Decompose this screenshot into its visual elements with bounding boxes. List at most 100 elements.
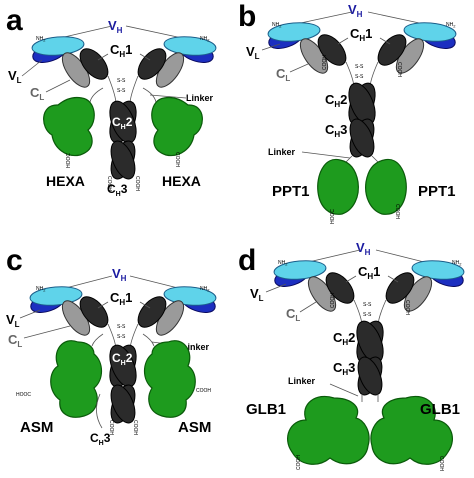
vl-label-c: VL (6, 312, 20, 329)
vh-pointer-lines-b (295, 11, 425, 25)
linker-c (91, 333, 155, 347)
nh2-label-right-d: NH2 (452, 260, 462, 267)
ss-bond-2-d: S-S (363, 312, 372, 318)
vh-label-c: VH (112, 266, 127, 283)
nh2-label-left-a: NH2 (36, 36, 46, 43)
linker-d (361, 394, 379, 402)
vh-domain-left-a (31, 36, 85, 56)
cl-label-d: CL (286, 306, 300, 323)
ch1-domain-right-d (385, 272, 415, 304)
ch3-domain-right-b (349, 118, 375, 158)
cooh-label-left-b: COOH (322, 55, 328, 70)
enzyme-left-b (317, 158, 359, 215)
ss-bond-2-a: S-S (117, 88, 126, 94)
fab-left-b (267, 22, 347, 74)
ch2-label-a: CH2 (112, 115, 133, 131)
hooc-label-b: HOOC (330, 209, 336, 224)
nh2-label-left-b: NH2 (272, 22, 282, 29)
enzyme-label-right-d: GLB1 (420, 401, 460, 418)
cooh-label-right-c: COOH (196, 388, 211, 394)
fab-right-a (137, 36, 217, 88)
enzyme-label-left-d: GLB1 (246, 401, 286, 418)
panel-d: d VH NH2 NH2 COOH COOH S-S S-S (238, 240, 465, 471)
vh-domain-left-d (273, 260, 327, 280)
nh2-label-right-b: NH2 (446, 22, 456, 29)
ch1-domain-right-b (377, 34, 407, 66)
vh-label-b: VH (348, 2, 363, 19)
linker-pointer-d (329, 383, 359, 397)
ch3-label-c: CH3 (90, 431, 111, 447)
ss-bond-1-b: S-S (355, 64, 364, 70)
ch3-pointer-c (96, 393, 103, 429)
vh-label-a: VH (108, 18, 123, 35)
vh-domain-left-b (267, 22, 321, 42)
linker-a (89, 87, 157, 103)
ch1-pointer-b (337, 37, 391, 45)
ss-bond-2-c: S-S (117, 334, 126, 340)
vl-label-a: VL (8, 68, 22, 85)
ch2-domain-right-a (109, 100, 137, 144)
enzyme-label-left-c: ASM (20, 419, 53, 436)
nh2-label-left-c: NH2 (36, 286, 46, 293)
ch2-label-c: CH2 (112, 351, 133, 367)
cl-pointer-c (23, 325, 71, 339)
linker-label-a: Linker (186, 93, 214, 103)
cooh-label-right-d: COOH (404, 300, 410, 315)
ch1-pointer-d (345, 275, 399, 283)
ss-bond-1-d: S-S (363, 302, 372, 308)
cooh-label-enzyme-b: COOH (394, 204, 400, 219)
fc-c (109, 344, 137, 424)
enzyme-label-left-b: PPT1 (272, 183, 310, 200)
ch1-pointer-c (97, 301, 151, 309)
ch2-label-b: CH2 (325, 92, 347, 109)
panel-letter-b: b (238, 0, 256, 33)
enzyme-right-b (365, 158, 407, 215)
ss-bond-2-b: S-S (355, 74, 364, 80)
cooh-label-fc-right-c: COOH (132, 420, 138, 435)
enzyme-label-right-b: PPT1 (418, 183, 456, 200)
vl-label-b: VL (246, 44, 260, 61)
panel-letter-c: c (6, 244, 23, 277)
linker-label-c: Linker (182, 342, 210, 352)
ch1-label-b: CH1 (350, 26, 372, 43)
ch1-label-a: CH1 (110, 42, 132, 59)
ch3-label-a: CH3 (107, 182, 128, 198)
linker-label-b: Linker (268, 147, 296, 157)
fc-b (348, 82, 376, 158)
ss-bond-1-a: S-S (117, 78, 126, 84)
fab-right-c (137, 286, 217, 336)
cooh-label-fc-right-a: COOH (134, 176, 140, 191)
ch3-domain-right-c (110, 384, 136, 424)
nh2-label-right-a: NH2 (200, 36, 210, 43)
cl-pointer-d (299, 301, 317, 313)
vl-label-d: VL (250, 286, 264, 303)
cl-label-a: CL (30, 85, 44, 102)
ch2-label-d: CH2 (333, 330, 355, 347)
ch1-domain-right-a (137, 48, 167, 80)
panel-b: b VH NH2 NH2 COOH COOH S-S S-S (238, 0, 457, 224)
nh2-label-right-c: NH2 (200, 286, 210, 293)
ch3-domain-right-d (357, 356, 383, 396)
enzyme-left-a (43, 96, 95, 157)
enzyme-left-c (50, 340, 103, 418)
linker-b (345, 155, 379, 163)
panel-a: a VH NH2 NH2 S-S S-S (6, 4, 217, 198)
vh-domain-right-b (403, 22, 457, 42)
enzyme-label-left-a: HEXA (46, 173, 85, 189)
ch1-domain-left-b (317, 34, 347, 66)
vl-pointer-a (21, 59, 43, 77)
cooh-label-enzyme-right-d: COOH (438, 456, 444, 471)
linker-pointer-b (301, 151, 351, 159)
cooh-label-enzyme-left-d: COOH (296, 455, 302, 470)
fab-right-d (385, 260, 465, 312)
enzyme-right-c (143, 340, 196, 418)
vh-pointer-lines-a (59, 25, 183, 39)
vh-domain-right-d (411, 260, 465, 280)
linker-label-d: Linker (288, 376, 316, 386)
panel-letter-a: a (6, 4, 23, 37)
vl-pointer-b (261, 43, 281, 51)
panel-c: c VH NH2 NH2 S-S S-S Linker (6, 244, 217, 447)
fab-left-a (31, 36, 109, 88)
fc-d (356, 320, 384, 396)
